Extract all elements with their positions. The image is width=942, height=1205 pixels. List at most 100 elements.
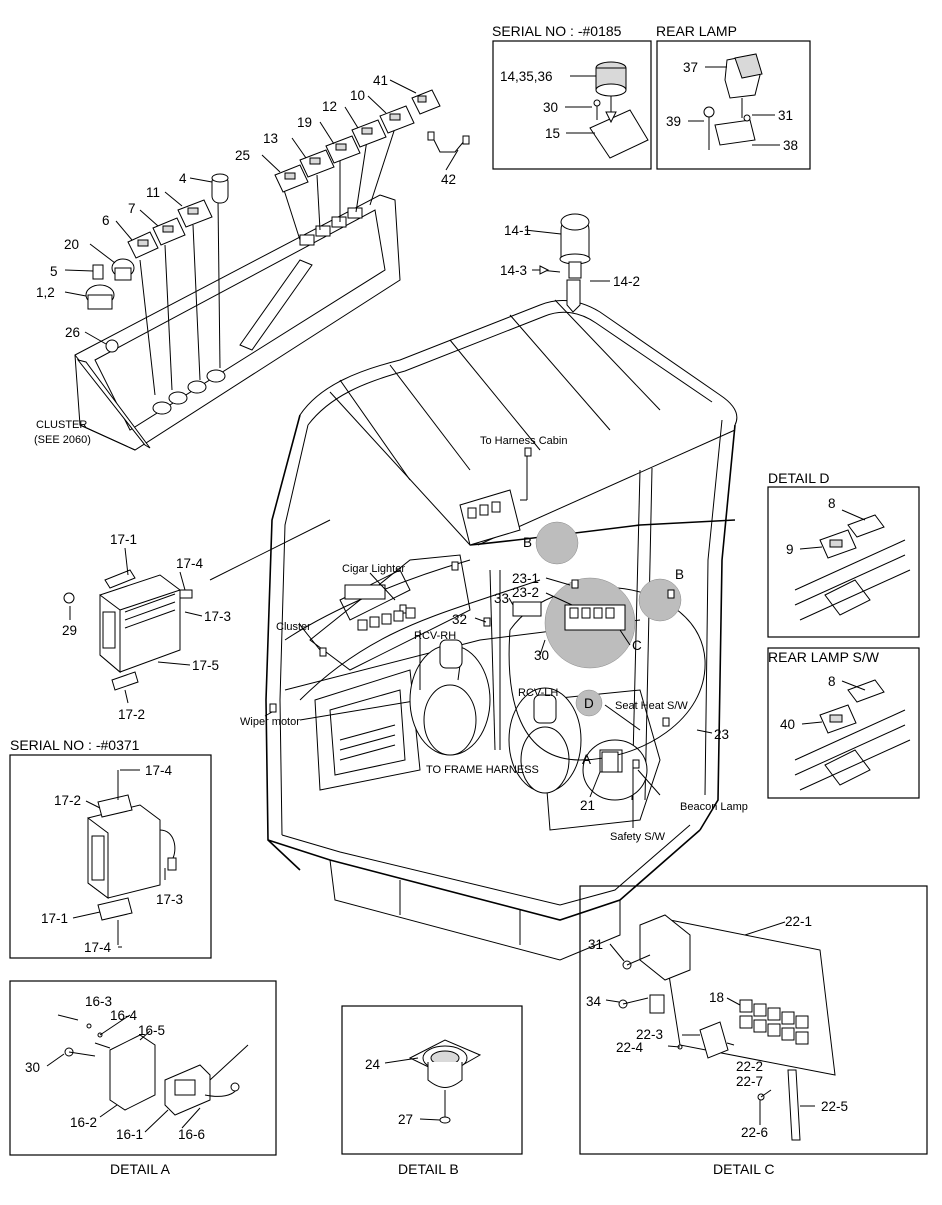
- label-24: 24: [365, 1057, 381, 1072]
- label-see-2060: (SEE 2060): [34, 434, 91, 446]
- detail-c-relay-plate: [618, 914, 836, 1141]
- label-9: 9: [786, 542, 794, 557]
- label-27: 27: [398, 1112, 413, 1127]
- panel-detail-d: [767, 486, 920, 638]
- label-a: A: [582, 752, 591, 767]
- detail-a-safety-switch: [57, 1014, 249, 1116]
- panel-serial-0371: [9, 754, 212, 959]
- label-to-frame-harness: TO FRAME HARNESS: [426, 764, 539, 776]
- label-19: 19: [297, 115, 312, 130]
- knob-20: [111, 258, 135, 281]
- label-cigar-lighter: Cigar Lighter: [342, 563, 405, 575]
- label-23: 23: [714, 727, 729, 742]
- switch-11: [177, 199, 213, 228]
- label-5: 5: [50, 264, 58, 279]
- label-18: 18: [709, 990, 724, 1005]
- label-22-1: 22-1: [785, 914, 812, 929]
- label-17-5: 17-5: [192, 658, 219, 673]
- label-31-a: 31: [778, 108, 793, 123]
- label-beacon-lamp: Beacon Lamp: [680, 801, 748, 813]
- halo-b-left: [535, 521, 579, 565]
- label-15: 15: [545, 126, 560, 141]
- label-17-4-c: 17-4: [84, 940, 112, 955]
- label-11: 11: [146, 185, 160, 200]
- label-42: 42: [441, 172, 456, 187]
- label-31-b: 31: [588, 937, 603, 952]
- radio-unit-17: [63, 569, 193, 691]
- panel-rear-lamp: [656, 40, 811, 170]
- label-7: 7: [128, 201, 136, 216]
- label-22-2: 22-2: [736, 1059, 763, 1074]
- label-30-c: 30: [25, 1060, 40, 1075]
- detail-b-speaker: [408, 1039, 482, 1124]
- title-detail-d: DETAIL D: [768, 470, 829, 486]
- label-23-2: 23-2: [512, 585, 539, 600]
- title-detail-b: DETAIL B: [398, 1161, 459, 1177]
- label-33: 33: [494, 591, 509, 606]
- cab-cluster-switches: [357, 607, 416, 631]
- switch-12: [351, 119, 387, 148]
- label-16-4: 16-4: [110, 1008, 138, 1023]
- title-detail-c: DETAIL C: [713, 1161, 774, 1177]
- label-20: 20: [64, 237, 79, 252]
- detail-d-switch: [794, 514, 911, 621]
- label-40: 40: [780, 717, 795, 732]
- label-22-7: 22-7: [736, 1074, 763, 1089]
- switch-6: [127, 231, 159, 259]
- label-c: C: [632, 638, 642, 653]
- label-17-1-b: 17-1: [41, 911, 68, 926]
- key-5: [92, 264, 104, 280]
- roof-switch-bank: [459, 489, 521, 546]
- label-b-left: B: [523, 535, 532, 550]
- label-17-4-a: 17-4: [176, 556, 204, 571]
- rcv-rh-joystick: [409, 639, 491, 756]
- label-16-2: 16-2: [70, 1115, 97, 1130]
- rear-lamp-sw-switch: [794, 679, 911, 791]
- label-39: 39: [666, 114, 681, 129]
- label-rcv-rh: RCV-RH: [414, 630, 456, 642]
- label-10: 10: [350, 88, 365, 103]
- connector-33: [512, 601, 542, 617]
- beacon-lamp-14-1: [539, 213, 591, 313]
- panel-detail-a: [9, 980, 277, 1156]
- label-25: 25: [235, 148, 250, 163]
- label-16-6: 16-6: [178, 1127, 205, 1142]
- label-17-2-b: 17-2: [54, 793, 81, 808]
- label-16-5: 16-5: [138, 1023, 165, 1038]
- label-wiper-motor: Wiper motor: [240, 716, 300, 728]
- label-14-2: 14-2: [613, 274, 640, 289]
- switch-25: [274, 164, 309, 193]
- label-14-3: 14-3: [500, 263, 527, 278]
- label-4: 4: [179, 171, 187, 186]
- callout-labels: 14,35,36 30 15 37 39 31 38 41 10 12 19 1…: [25, 60, 848, 1142]
- label-37: 37: [683, 60, 698, 75]
- label-17-1-a: 17-1: [110, 532, 137, 547]
- label-16-3: 16-3: [85, 994, 112, 1009]
- label-23-1: 23-1: [512, 571, 539, 586]
- label-38: 38: [783, 138, 798, 153]
- label-16-1: 16-1: [116, 1127, 143, 1142]
- label-13: 13: [263, 131, 278, 146]
- label-b-right: B: [675, 567, 684, 582]
- harness-connectors: [269, 447, 675, 769]
- leader-lines: [46, 66, 866, 1133]
- label-to-harness-cabin: To Harness Cabin: [480, 435, 567, 447]
- title-rear-lamp: REAR LAMP: [656, 23, 737, 39]
- label-26: 26: [65, 325, 80, 340]
- harness-42: [431, 135, 466, 153]
- label-22-6: 22-6: [741, 1125, 768, 1140]
- radio-unit-0371: [87, 770, 177, 945]
- rcv-lh-joystick: [508, 687, 582, 794]
- label-17-2-a: 17-2: [118, 707, 145, 722]
- label-14-35-36: 14,35,36: [500, 69, 553, 84]
- title-serial-0371: SERIAL NO : -#0371: [10, 737, 140, 753]
- key-switch-1-2: [85, 284, 115, 310]
- relay-block-c: [564, 604, 626, 631]
- switch-panel: [74, 127, 401, 451]
- title-rear-lamp-sw: REAR LAMP S/W: [768, 649, 880, 665]
- panel-detail-c: [579, 885, 928, 1155]
- beacon-switch-a: [601, 751, 619, 773]
- rocker-switches: [85, 89, 441, 353]
